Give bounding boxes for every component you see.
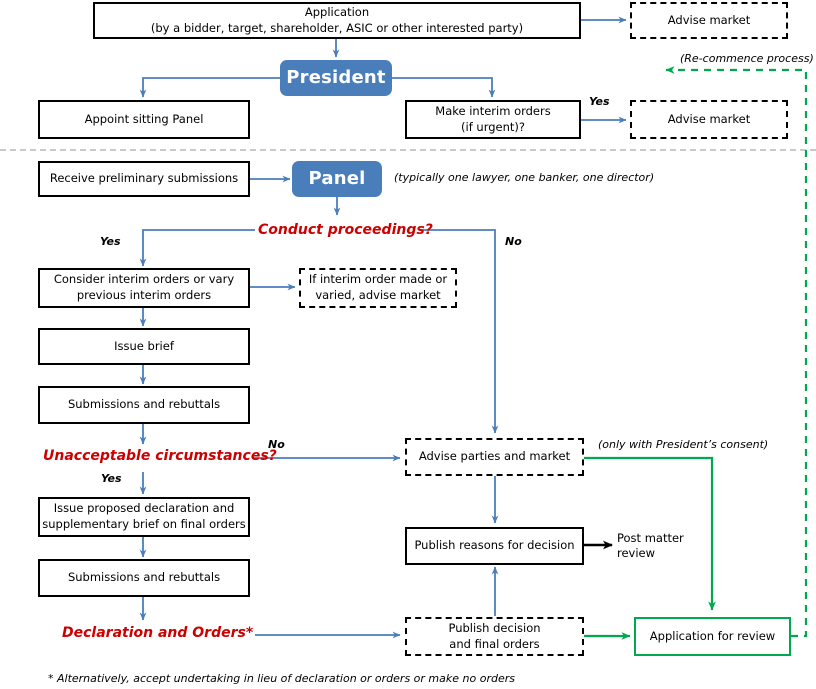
label-presidents-consent: (only with President’s consent)	[598, 438, 769, 451]
node-application-for-review-label: Application for review	[649, 628, 776, 643]
node-if-interim-order-made-line2: varied, advise market	[315, 288, 441, 302]
node-receive-preliminary-submissions-label: Receive preliminary submissions	[49, 171, 239, 186]
node-appoint-sitting-panel[interactable]: Appoint sitting Panel	[38, 100, 250, 139]
connector-conduct-yes	[139, 229, 255, 267]
node-submissions-rebuttals-2[interactable]: Submissions and rebuttals	[38, 559, 250, 597]
node-consider-interim-orders[interactable]: Consider interim orders or vary previous…	[38, 268, 250, 308]
node-receive-preliminary-submissions[interactable]: Receive preliminary submissions	[38, 161, 250, 197]
connector-president-to-interim-orders	[392, 77, 496, 98]
node-consider-interim-orders-line2: previous interim orders	[76, 288, 212, 302]
node-issue-proposed-declaration-line1: Issue proposed declaration and	[53, 501, 235, 516]
node-advise-market-top-label: Advise market	[667, 12, 751, 27]
label-unacceptable-circumstances: Unacceptable circumstances?	[43, 448, 277, 464]
node-make-interim-orders-line1: Make interim orders	[435, 103, 551, 118]
node-issue-proposed-declaration[interactable]: Issue proposed declaration and supplemen…	[38, 497, 250, 537]
connector-conduct-no	[420, 229, 499, 434]
node-appoint-sitting-panel-label: Appoint sitting Panel	[84, 111, 204, 126]
node-issue-brief[interactable]: Issue brief	[38, 328, 250, 365]
label-post-matter-review-line2: review	[617, 545, 656, 560]
node-panel-label: Panel	[308, 167, 366, 189]
node-publish-reasons[interactable]: Publish reasons for decision	[405, 527, 584, 565]
node-panel[interactable]: Panel	[292, 161, 382, 197]
node-application-line1: Application	[304, 4, 370, 19]
node-president[interactable]: President	[280, 60, 392, 96]
node-application-for-review[interactable]: Application for review	[634, 617, 791, 656]
node-issue-brief-label: Issue brief	[114, 338, 174, 353]
label-no-conduct-proceedings: No	[505, 235, 522, 248]
label-conduct-proceedings: Conduct proceedings?	[258, 222, 433, 238]
node-advise-market-top[interactable]: Advise market	[630, 2, 788, 39]
label-panel-composition: (typically one lawyer, one banker, one d…	[394, 171, 655, 184]
node-if-interim-order-made[interactable]: If interim order made or varied, advise …	[299, 268, 457, 308]
node-make-interim-orders-line2: (if urgent)?	[461, 119, 525, 134]
label-recommence-process: (Re-commence process)	[680, 52, 814, 65]
node-submissions-rebuttals-2-label: Submissions and rebuttals	[67, 570, 221, 585]
node-advise-parties-and-market[interactable]: Advise parties and market	[405, 438, 584, 476]
node-advise-parties-and-market-label: Advise parties and market	[418, 449, 571, 464]
label-footnote: * Alternatively, accept undertaking in l…	[48, 672, 515, 685]
label-no-unacceptable-circumstances: No	[268, 438, 285, 451]
node-publish-decision-line1: Publish decision	[448, 620, 541, 635]
node-application[interactable]: Application (by a bidder, target, shareh…	[93, 2, 581, 39]
node-if-interim-order-made-line1: If interim order made or	[308, 272, 448, 287]
label-yes-unacceptable-circumstances: Yes	[101, 472, 122, 485]
node-submissions-rebuttals-1[interactable]: Submissions and rebuttals	[38, 386, 250, 424]
label-yes-interim-orders: Yes	[589, 95, 610, 108]
label-yes-conduct-proceedings: Yes	[100, 235, 121, 248]
node-publish-decision[interactable]: Publish decision and final orders	[405, 617, 584, 656]
node-advise-market-interim[interactable]: Advise market	[630, 100, 788, 139]
label-declaration-and-orders: Declaration and Orders*	[62, 625, 254, 641]
node-application-line2: (by a bidder, target, shareholder, ASIC …	[150, 20, 524, 35]
node-advise-market-interim-label: Advise market	[667, 111, 751, 126]
node-publish-reasons-label: Publish reasons for decision	[414, 538, 575, 553]
node-president-label: President	[286, 66, 386, 88]
node-submissions-rebuttals-1-label: Submissions and rebuttals	[67, 397, 221, 412]
label-post-matter-review: Post matter review	[617, 531, 697, 561]
label-post-matter-review-line1: Post matter	[617, 531, 684, 545]
node-issue-proposed-declaration-line2: supplementary brief on final orders	[42, 517, 246, 531]
node-make-interim-orders[interactable]: Make interim orders (if urgent)?	[405, 100, 581, 139]
node-publish-decision-line2: and final orders	[449, 636, 540, 651]
connector-president-to-appoint-panel	[139, 77, 280, 98]
node-consider-interim-orders-line1: Consider interim orders or vary	[53, 272, 235, 287]
